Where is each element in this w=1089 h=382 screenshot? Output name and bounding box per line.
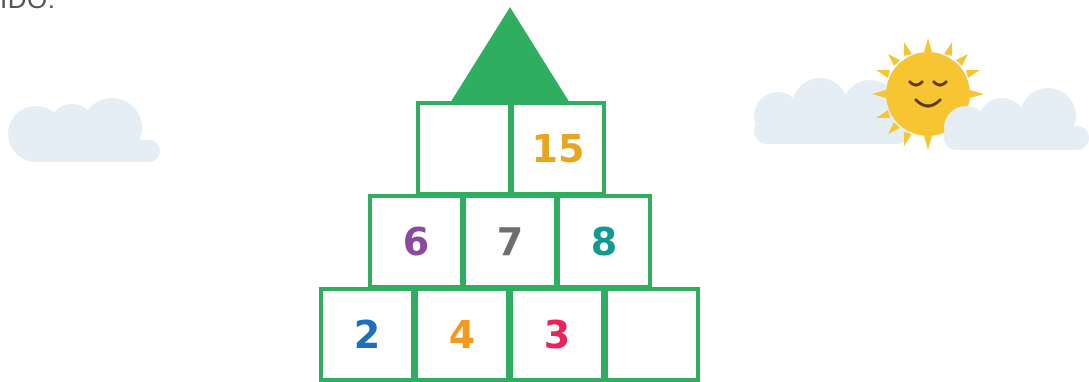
header-text: IDO:	[0, 0, 55, 15]
pyramid-cell-top-1[interactable]	[416, 101, 512, 196]
roof-triangle-icon	[450, 7, 570, 103]
pyramid-cell-middle-3[interactable]: 8	[556, 194, 652, 289]
pyramid-cell-bottom-4[interactable]	[604, 287, 700, 382]
pyramid-cell-bottom-3[interactable]: 3	[509, 287, 605, 382]
pyramid-cell-bottom-2[interactable]: 4	[414, 287, 510, 382]
left-cloud-icon	[6, 96, 162, 162]
pyramid-cell-bottom-1[interactable]: 2	[319, 287, 415, 382]
pyramid-cell-middle-1[interactable]: 6	[368, 194, 464, 289]
pyramid-cell-top-2[interactable]: 15	[510, 101, 606, 196]
right-cloud-front-icon	[936, 86, 1089, 150]
pyramid-cell-middle-2[interactable]: 7	[462, 194, 558, 289]
